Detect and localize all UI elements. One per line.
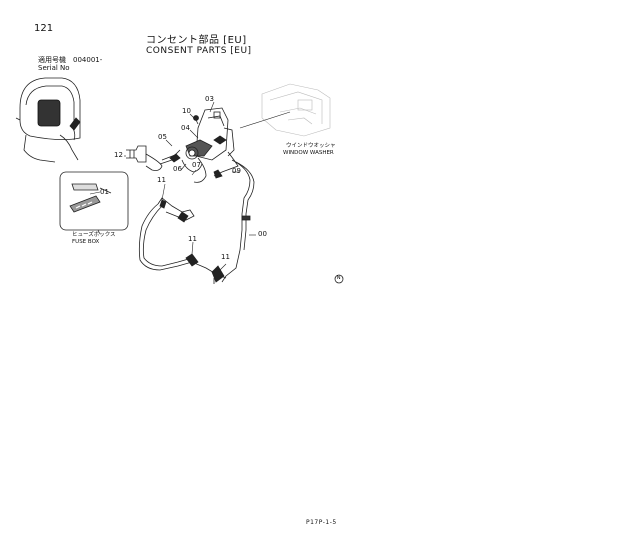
washer-harness (213, 151, 255, 283)
page-number: 121 (34, 23, 54, 34)
compass-mark (334, 274, 344, 284)
window-washer-label-jp: ウインドウオッシャ (286, 143, 336, 149)
window-washer-illustration (261, 83, 331, 137)
fuse-box-illustration (59, 171, 129, 231)
callout-04: 04 (181, 124, 190, 132)
compass-mark-label: N (336, 275, 341, 281)
cab-illustration (15, 77, 81, 163)
page-title-jp: コンセント部品 [EU] (146, 35, 247, 46)
callout-11-c: 11 (221, 253, 230, 261)
window-washer-label-en: WINDOW WASHER (283, 150, 334, 156)
connector-12 (126, 145, 163, 171)
callout-00: 00 (258, 230, 267, 238)
socket-bracket (169, 107, 235, 183)
serial-value: 004001- (73, 56, 103, 64)
serial-label-jp: 適用号機 (38, 56, 66, 64)
callout-12: 12 (114, 151, 123, 159)
callout-03: 03 (205, 95, 214, 103)
callout-11-b: 11 (188, 235, 197, 243)
callout-05: 05 (158, 133, 167, 141)
main-harness-loop (138, 197, 227, 284)
leader-lines (89, 101, 291, 271)
callout-07: 07 (192, 161, 201, 169)
callout-10: 09 (232, 167, 241, 175)
footer-code: P17P-1-5 (306, 519, 337, 526)
callout-11-a: 11 (157, 176, 166, 184)
callout-06: 06 (173, 165, 182, 173)
page-title-en: CONSENT PARTS [EU] (146, 46, 252, 56)
fuse-box-label-en: FUSE BOX (72, 239, 100, 245)
callout-09: 10 (182, 107, 191, 115)
fuse-box-label-jp: ヒューズボックス (72, 232, 116, 238)
serial-label-en: Serial No (38, 64, 70, 72)
callout-01: 01 (100, 188, 109, 196)
